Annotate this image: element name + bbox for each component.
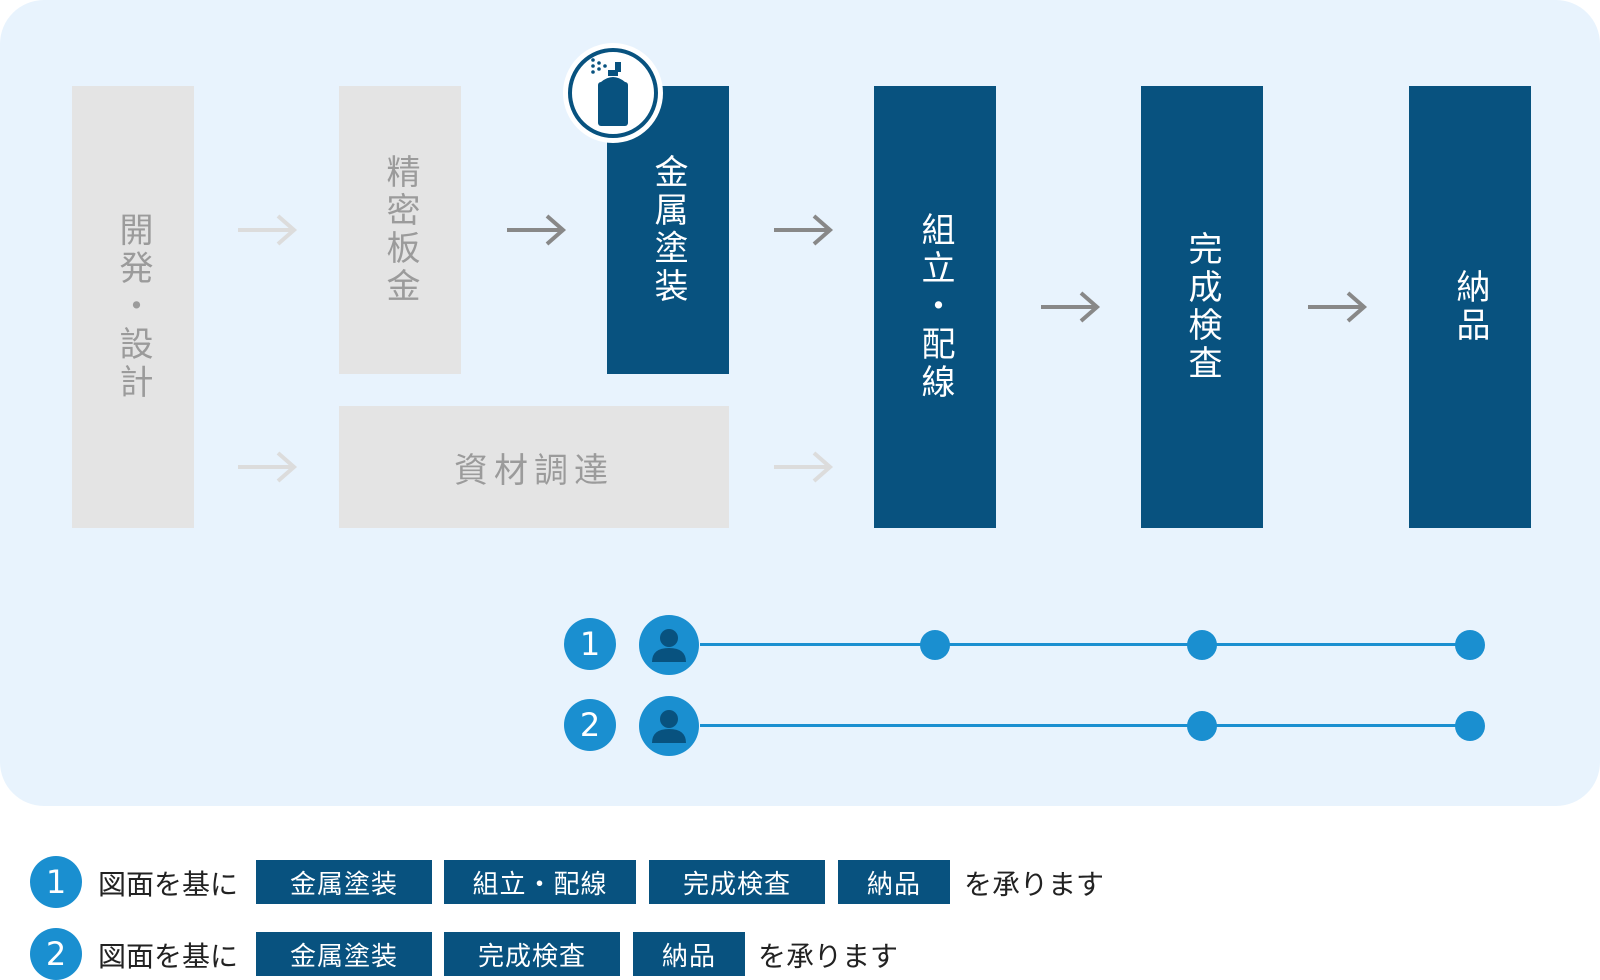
legend-prefix: 図面を基に: [98, 940, 239, 973]
step-metal-coating: 金属塗装: [607, 86, 729, 374]
legend-tag: 金属塗装: [256, 932, 432, 976]
legend-tag: 組立・配線: [444, 860, 636, 904]
step-label: 組立・配線: [915, 212, 955, 402]
step-label: 精密板金: [380, 154, 420, 306]
legend-tag: 完成検査: [649, 860, 825, 904]
timeline-dot: [920, 630, 950, 660]
timeline-dot: [1455, 711, 1485, 741]
arrow-right-icon: [507, 214, 567, 246]
user-icon: [638, 695, 700, 757]
timeline-dot: [1455, 630, 1485, 660]
legend-suffix: を承ります: [758, 940, 899, 973]
step-label: 開発・設計: [113, 212, 153, 402]
timeline-dot: [1187, 630, 1217, 660]
timeline-line: [700, 724, 1470, 727]
step-label: 資材調達: [454, 450, 614, 491]
legend-tag: 納品: [838, 860, 950, 904]
legend-number-badge: 1: [30, 856, 82, 908]
step-precision-sheet-metal: 精密板金: [339, 86, 461, 374]
step-development-design: 開発・設計: [72, 86, 194, 528]
arrow-right-icon: [238, 214, 298, 246]
arrow-right-icon: [774, 214, 834, 246]
timeline-number-badge: 1: [564, 618, 616, 670]
legend-suffix: を承ります: [964, 868, 1105, 901]
legend-prefix: 図面を基に: [98, 868, 239, 901]
arrow-right-icon: [774, 451, 834, 483]
spray-can-icon: [560, 40, 666, 146]
legend-tag: 金属塗装: [256, 860, 432, 904]
timeline-number-badge: 2: [564, 699, 616, 751]
timeline-dot: [1187, 711, 1217, 741]
legend-number-badge: 2: [30, 928, 82, 980]
step-label: 金属塗装: [648, 154, 688, 306]
legend-tag: 納品: [633, 932, 745, 976]
step-material-procurement: 資材調達: [339, 406, 729, 528]
legend-tag: 完成検査: [444, 932, 620, 976]
arrow-right-icon: [1308, 291, 1368, 323]
step-assembly-wiring: 組立・配線: [874, 86, 996, 528]
timeline-line: [700, 643, 1470, 646]
step-final-inspection: 完成検査: [1141, 86, 1263, 528]
arrow-right-icon: [238, 451, 298, 483]
arrow-right-icon: [1041, 291, 1101, 323]
step-label: 納品: [1450, 269, 1490, 345]
process-flow-panel: 開発・設計 精密板金 金属塗装 資材調達 組立・配線 完成検査 納品: [0, 0, 1600, 806]
user-icon: [638, 614, 700, 676]
step-label: 完成検査: [1182, 231, 1222, 383]
step-delivery: 納品: [1409, 86, 1531, 528]
